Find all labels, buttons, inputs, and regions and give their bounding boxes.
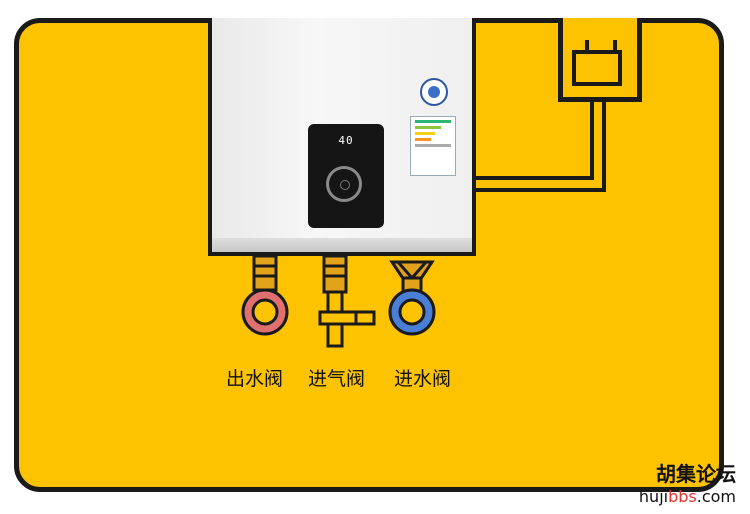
control-knob-icon [326, 166, 362, 202]
power-cable-vertical-right [602, 86, 606, 192]
watermark-url-suffix: .com [696, 487, 736, 506]
gas-pipe [318, 254, 376, 348]
watermark-url: hujibbs.com [639, 487, 736, 506]
inlet-pipe [389, 260, 435, 294]
energy-bar [415, 144, 451, 147]
socket-slot [613, 40, 617, 50]
watermark: 胡集论坛 hujibbs.com [639, 458, 736, 506]
watermark-url-highlight: bbs [668, 487, 697, 506]
energy-bar [415, 120, 451, 123]
power-cable-vertical-left [590, 86, 594, 180]
energy-bar [415, 126, 441, 129]
watermark-title: 胡集论坛 [656, 462, 736, 486]
certification-logo-icon [420, 78, 448, 106]
energy-bar [415, 138, 431, 141]
inlet-valve-icon [388, 288, 436, 336]
outlet-valve-label: 出水阀 [226, 368, 284, 390]
socket-slot [585, 40, 589, 50]
heater-base [212, 238, 472, 252]
water-heater: 40 [208, 18, 476, 256]
outlet-pipe [252, 254, 278, 292]
energy-bar [415, 132, 435, 135]
water-inlet-valve-label: 进水阀 [394, 368, 452, 390]
watermark-url-prefix: huji [638, 487, 669, 506]
power-plug [572, 50, 622, 86]
control-panel: 40 [308, 124, 384, 228]
power-cable-horizontal-top [476, 176, 592, 180]
energy-efficiency-label [410, 116, 456, 176]
outlet-valve-icon [241, 288, 289, 336]
temperature-readout: 40 [338, 134, 354, 147]
power-cable-horizontal-bottom [476, 188, 604, 192]
gas-valve-label: 进气阀 [308, 368, 366, 390]
